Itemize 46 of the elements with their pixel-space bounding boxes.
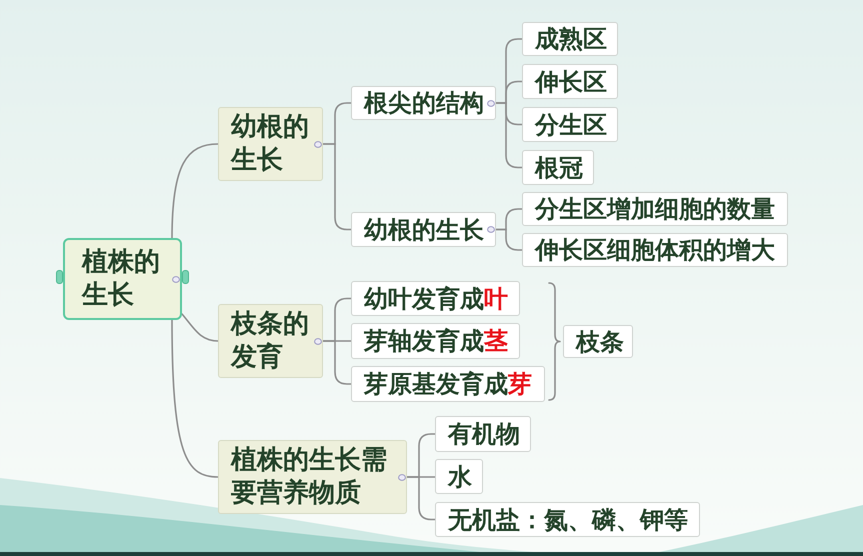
subtopic-box [435, 459, 483, 494]
topic-label: 分生区增加细胞的数量 [535, 194, 776, 224]
subtopic-box [351, 212, 496, 247]
subtopic-box [435, 416, 531, 452]
topic-label: 水 [448, 462, 473, 492]
connector-line [171, 143, 219, 239]
topic-label: 幼叶发育成叶 [364, 284, 509, 314]
subtopic-box [522, 107, 618, 142]
subtopic-box [522, 64, 618, 99]
topic-label: 枝条 [576, 326, 625, 356]
topic-label: 伸长区细胞体积的增大 [535, 235, 776, 265]
topic-label: 枝条的发育 [231, 308, 310, 374]
topic-label: 芽轴发育成茎 [364, 326, 509, 356]
subtopic-box [563, 325, 633, 358]
topic-label: 芽原基发育成芽 [364, 369, 533, 399]
branch-topic-box [218, 304, 323, 378]
subtopic-box [351, 281, 520, 316]
subtopic-box [522, 150, 594, 185]
connector-line [171, 319, 219, 478]
connector-line [322, 340, 352, 385]
topic-label: 幼根的生长 [231, 111, 310, 177]
topic-label: 无机盐：氮、磷、钾等 [448, 504, 689, 534]
branch-topic-box [218, 440, 407, 514]
connector-line [406, 476, 436, 520]
subtopic-box [351, 323, 520, 359]
connector-line [495, 102, 523, 168]
topic-label: 伸长区 [535, 66, 608, 96]
subtopic-box [522, 22, 618, 56]
topic-label: 根尖的结构 [364, 88, 485, 118]
subtopic-box [522, 233, 788, 267]
branch-topic-box [218, 107, 323, 181]
topic-label: 幼根的生长 [364, 214, 485, 244]
topic-label: 有机物 [448, 419, 521, 449]
topic-label: 分生区 [535, 110, 608, 140]
subtopic-box [351, 86, 496, 120]
topic-label: 植株的生长需要营养物质 [231, 444, 388, 510]
topic-label: 根冠 [535, 152, 584, 182]
central-topic-box [63, 238, 182, 320]
topic-label: 成熟区 [535, 24, 608, 54]
subtopic-box [435, 502, 700, 537]
connector-line [181, 313, 219, 342]
topic-label: 植株的生长 [82, 246, 161, 312]
subtopic-box [522, 192, 788, 226]
connector-line [495, 228, 523, 251]
connector-line [322, 143, 352, 230]
subtopic-box [351, 366, 545, 402]
